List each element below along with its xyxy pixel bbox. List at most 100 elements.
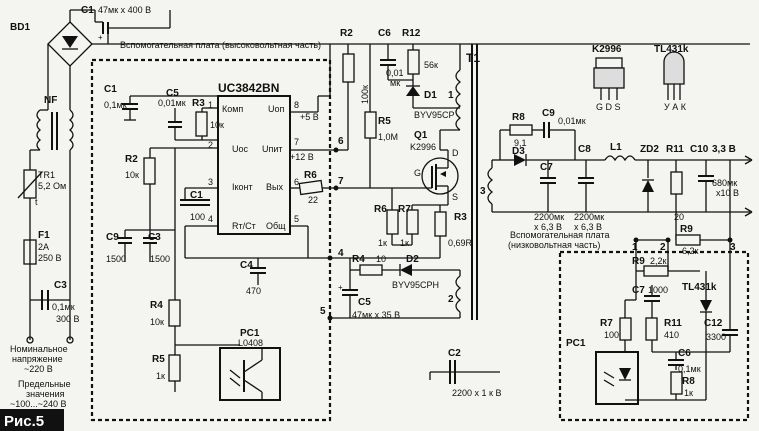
c10-value: 680мк xyxy=(712,178,737,188)
c5-value: 47мк x 35 В xyxy=(352,310,400,320)
c9-hv-value: 1500 xyxy=(106,254,126,264)
c5-hv-value: 0,01мк xyxy=(158,98,186,108)
pc1-hv-label: PC1 xyxy=(240,328,260,339)
r5-hv-value: 1к xyxy=(156,371,165,381)
mosfet-q1: Q1 K2996 D G S xyxy=(410,130,459,205)
pc1-hv xyxy=(219,347,281,401)
limits-line2: значения xyxy=(26,389,65,399)
pin-ikont: Iконт xyxy=(232,182,253,192)
c12-lv-label: C12 xyxy=(704,318,723,329)
c10-value2: x10 В xyxy=(716,188,739,198)
pc1-lv-label: PC1 xyxy=(566,338,586,349)
figure-label-box xyxy=(0,409,64,431)
q1-value: K2996 xyxy=(410,142,436,152)
f1-voltage: 250 В xyxy=(38,253,62,263)
c6-label: C6 xyxy=(378,28,391,39)
t1-winding-1: 1 xyxy=(448,90,454,101)
c7-value: 2200мк xyxy=(534,212,564,222)
aux-lv-title2: (низковольтная часть) xyxy=(508,240,600,250)
c1-hv-label: C1 xyxy=(104,84,117,95)
limits-line1: Предельные xyxy=(18,379,71,389)
c1-bulk-value: 47мк x 400 В xyxy=(98,5,151,15)
pc1-hv-value: L0408 xyxy=(238,338,263,348)
c4-hv-value: 470 xyxy=(246,286,261,296)
pin-uos: Uос xyxy=(232,144,249,154)
node-5: 5 xyxy=(320,306,326,317)
c6-value: 0,01 xyxy=(386,68,404,78)
c7-label: C7 xyxy=(540,162,553,173)
figure-label: Рис.5 xyxy=(4,413,44,430)
r3-hv-value: 10к xyxy=(210,120,224,130)
c1-plus: + xyxy=(98,33,103,42)
aux-hv-title: Вспомогательная плата (высоковольтная ча… xyxy=(120,40,321,50)
r11-lv-label: R11 xyxy=(664,318,682,329)
r6-label: R6 xyxy=(374,204,387,215)
r9-lv-value: 2,2к xyxy=(650,256,667,266)
pin-komp: Комп xyxy=(222,104,243,114)
c3-input-voltage: 300 В xyxy=(56,314,80,324)
tr1-label: TR1 xyxy=(38,170,55,180)
ic-pin5: 5 xyxy=(294,214,299,224)
r5-label: R5 xyxy=(378,116,391,127)
r9-label: R9 xyxy=(680,224,693,235)
c4-hv-label: C4 xyxy=(240,260,253,271)
nf-label: NF xyxy=(44,95,57,106)
tr1-value: 5,2 Ом xyxy=(38,181,66,191)
d2-label: D2 xyxy=(406,254,419,265)
r2-value: 100к xyxy=(360,85,370,104)
q1-d: D xyxy=(452,148,459,158)
c10-label: C10 xyxy=(690,144,709,155)
r3-hv-label: R3 xyxy=(192,98,205,109)
pin-rtct: Rт/Ст xyxy=(232,221,256,231)
ic-pin3: 3 xyxy=(208,177,213,187)
r11-label: R11 xyxy=(666,144,684,155)
c6-value2: мк xyxy=(390,78,400,88)
c8-value: 2200мк xyxy=(574,212,604,222)
filter-nf: NF xyxy=(36,95,74,151)
pin-uon: Uоп xyxy=(268,104,285,114)
tl431-pins: У А К xyxy=(664,102,687,112)
c3-input-label: C3 xyxy=(54,280,67,291)
c7-lv-label: C7 xyxy=(632,285,645,296)
zd2-label: ZD2 xyxy=(640,144,659,155)
r2-label: R2 xyxy=(340,28,353,39)
r4-label: R4 xyxy=(352,254,365,265)
c3-input-value: 0,1мк xyxy=(52,302,75,312)
c8-label: C8 xyxy=(578,144,591,155)
nominal-line1: Номинальное xyxy=(10,344,68,354)
r12-value: 56к xyxy=(424,60,438,70)
r5-value: 1,0М xyxy=(378,132,398,142)
r6-ic-label: R6 xyxy=(304,170,317,181)
r7-lv-value: 100 xyxy=(604,330,619,340)
r3-label: R3 xyxy=(454,212,467,223)
pin-vyh: Вых xyxy=(266,182,283,192)
c5-hv-label: C5 xyxy=(166,88,179,99)
bd1-label: BD1 xyxy=(10,22,30,33)
q1-g: G xyxy=(414,168,421,178)
r12-label: R12 xyxy=(402,28,421,39)
c8-value2: x 6,3 В xyxy=(574,222,602,232)
c12-lv-value: 3300 xyxy=(706,332,726,342)
c6-lv-label: C6 xyxy=(678,348,691,359)
r6-ic-value: 22 xyxy=(308,195,318,205)
t1-winding-3: 3 xyxy=(480,186,486,197)
r2-hv-label: R2 xyxy=(125,154,138,165)
r11-lv-value: 410 xyxy=(664,330,679,340)
ic-pin4: 4 xyxy=(208,214,213,224)
ic-name: UC3842BN xyxy=(218,81,279,95)
c3-hv-value: 1500 xyxy=(150,254,170,264)
r7-value: 1к xyxy=(400,238,409,248)
node-6: 6 xyxy=(338,136,344,147)
c3-hv-label: C3 xyxy=(148,232,161,243)
r9-lv-label: R9 xyxy=(632,256,645,267)
t1-label: T1 xyxy=(466,51,480,65)
r7-label: R7 xyxy=(398,204,411,215)
node-4: 4 xyxy=(338,248,344,259)
aux-lv-board xyxy=(558,250,750,422)
c2-label: C2 xyxy=(448,348,461,359)
tl431-pin-label: TL431k xyxy=(654,44,689,55)
c1b-hv-value: 100 xyxy=(190,212,205,222)
c5-plus: + xyxy=(338,283,343,292)
f1-current: 2A xyxy=(38,242,49,252)
